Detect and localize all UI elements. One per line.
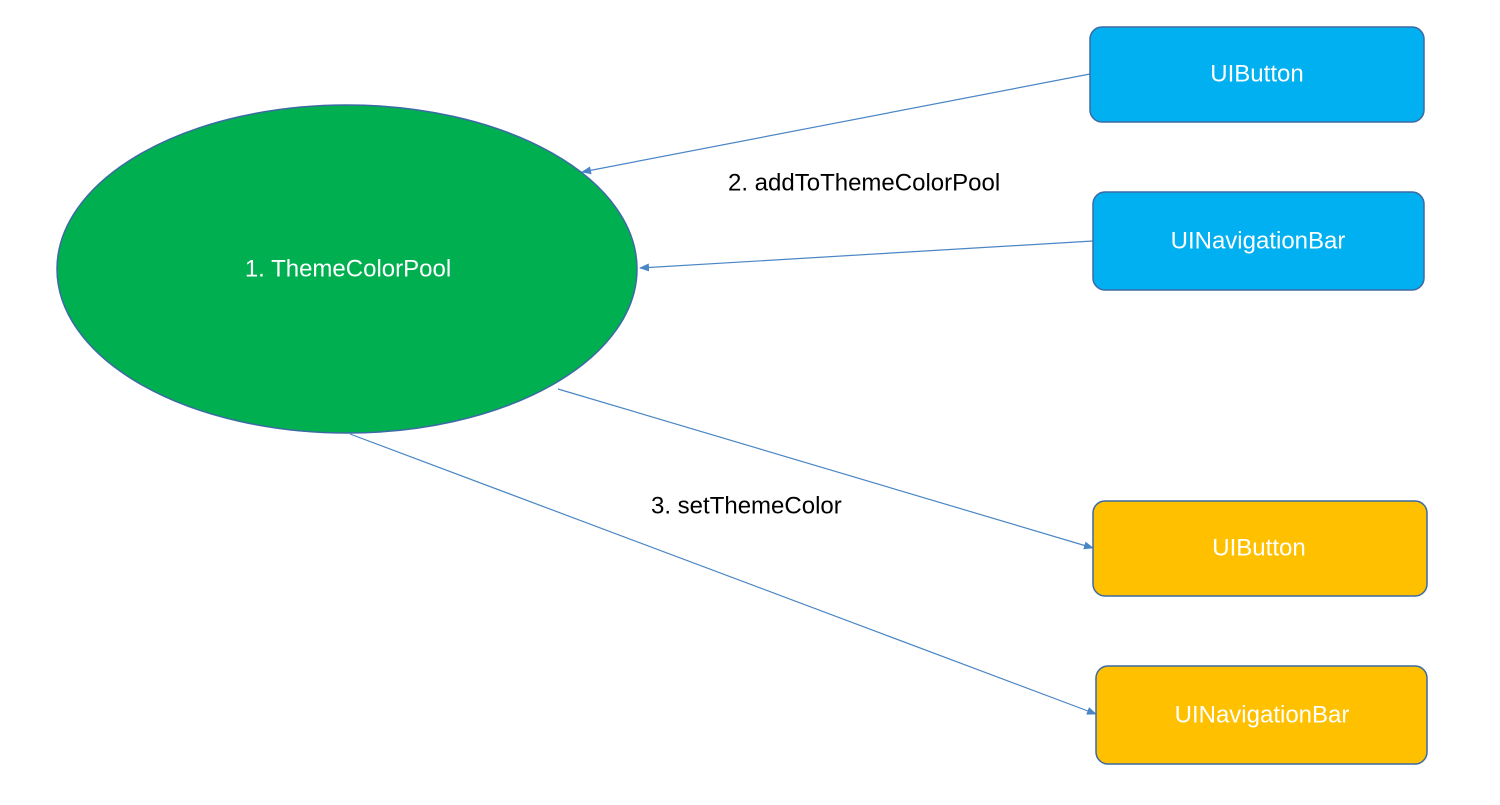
edge-uinavigationbar-to-pool: [639, 240, 1094, 272]
pool-label: 1. ThemeColorPool: [245, 255, 451, 282]
source-uibutton-label: UIButton: [1210, 60, 1303, 87]
target-uinavigationbar-label: UINavigationBar: [1175, 701, 1350, 728]
target-uibutton-node: UIButton: [1092, 500, 1428, 597]
edge-label-add-to-theme-color-pool: 2. addToThemeColorPool: [728, 169, 1000, 196]
target-uibutton-label: UIButton: [1212, 534, 1305, 561]
target-uibutton-box: [1092, 500, 1428, 597]
source-uinavigationbar-label: UINavigationBar: [1171, 227, 1346, 254]
source-uinavigationbar-node: UINavigationBar: [1092, 191, 1425, 291]
target-uinavigationbar-node: UINavigationBar: [1095, 665, 1428, 765]
theme-color-pool-node: 1. ThemeColorPool: [56, 104, 638, 434]
edge-pool-to-uinavigationbar: [349, 433, 1097, 715]
edge-pool-to-uibutton: [557, 388, 1094, 550]
edge-label-set-theme-color: 3. setThemeColor: [651, 492, 842, 519]
source-uibutton-node: UIButton: [1089, 26, 1425, 123]
target-uinavigationbar-box: [1095, 665, 1428, 765]
source-uibutton-box: [1089, 26, 1425, 123]
edge-uibutton-to-pool: [581, 73, 1091, 175]
source-uinavigationbar-box: [1092, 191, 1425, 291]
pool-ellipse: [56, 104, 638, 434]
